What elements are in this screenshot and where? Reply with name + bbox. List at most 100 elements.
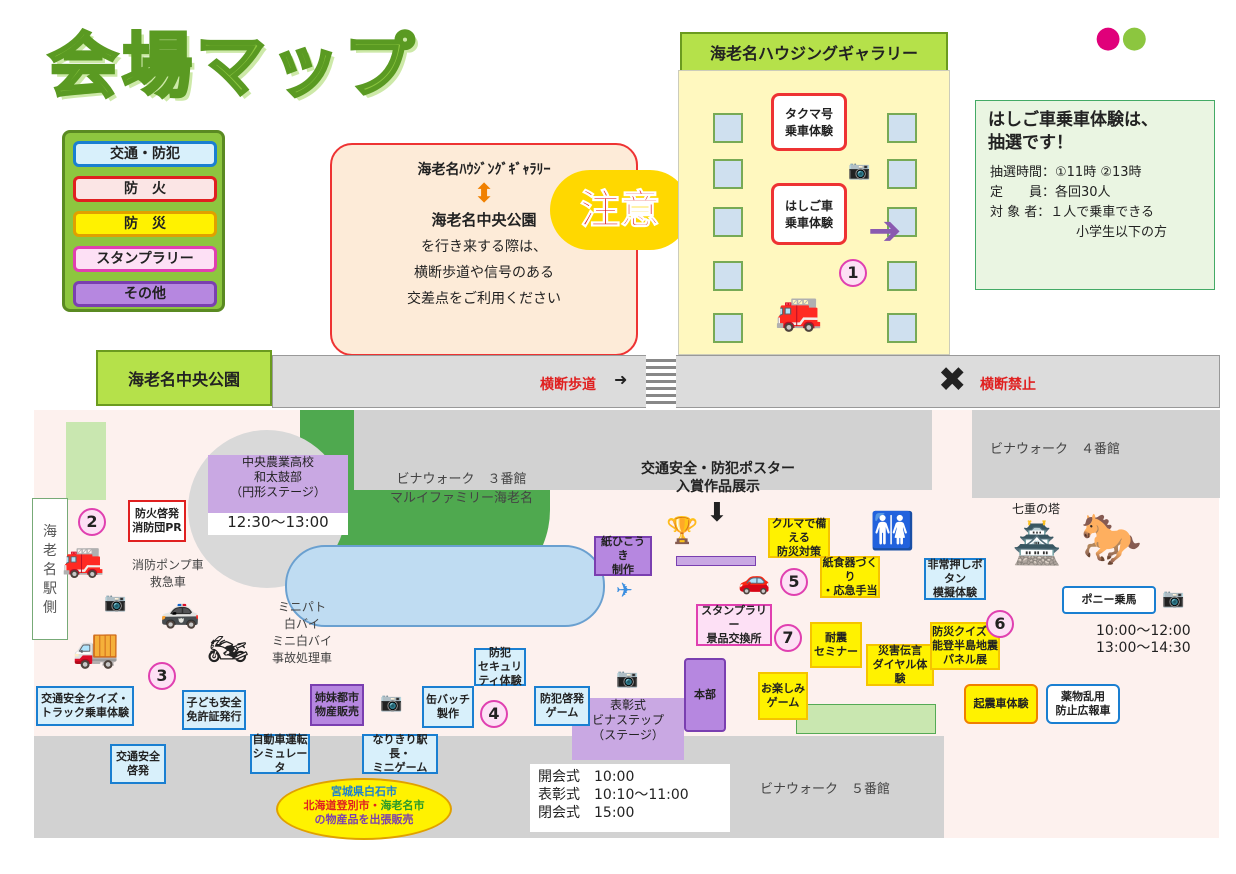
truck-icon: 🚚 — [72, 626, 120, 670]
booth-drug-car: 薬物乱用 防止広報車 — [1046, 684, 1120, 724]
booth-station-master: なりきり駅長・ ミニゲーム — [362, 733, 438, 774]
mall-block-3 — [354, 410, 932, 490]
no-cross-label: 横断禁止 — [980, 377, 1036, 393]
lottery-capacity: 定 員：各回30人 — [990, 185, 1111, 200]
trophy-icon: 🏆 — [666, 516, 699, 546]
housing-gallery: タクマ号 乗車体験 はしご車 乗車体験 🚒 1 — [678, 70, 950, 355]
house-icon — [713, 207, 743, 237]
booth-driving-sim: 自動車運転 シミュレータ — [250, 733, 310, 774]
house-icon — [887, 159, 917, 189]
booth-security: 防犯 セキュリティ体験 — [474, 646, 526, 687]
legend: 交通・防犯 防 火 防 災 スタンプラリー その他 — [62, 130, 225, 312]
ladder-truck-icon: 🚒 — [775, 289, 823, 333]
house-icon — [713, 159, 743, 189]
house-icon — [887, 261, 917, 291]
lottery-target: 対 象 者：１人で乗車できる — [990, 205, 1155, 220]
products-l3: 海老名市 — [380, 799, 425, 812]
poster-label: 交通安全・防犯ポスター 入賞作品展示 — [641, 461, 795, 495]
pagoda-label: 七重の塔 — [1012, 502, 1061, 516]
balloons-icon: ●● — [1095, 20, 1148, 55]
notice-line5: 交差点をご利用ください — [407, 291, 561, 307]
marker-6: 6 — [986, 610, 1014, 638]
toilet-icon: 🚻 — [870, 511, 915, 552]
booth-badge: 缶バッチ 製作 — [422, 686, 474, 728]
booth-stamp-exchange[interactable]: スタンプラリー 景品交換所 — [696, 604, 772, 646]
green-bar — [796, 704, 936, 734]
vinawalk-5: ビナウォーク ５番館 — [760, 782, 891, 797]
green-strip — [66, 422, 106, 500]
booth-quake-car: 起震車体験 — [964, 684, 1038, 724]
stage1-name: 中央農業高校 和太鼓部 （円形ステージ） — [208, 455, 348, 513]
poster-table — [676, 556, 756, 566]
station-side: 海 老 名 駅 側 — [32, 498, 68, 640]
stage1-time: 12:30～13:00 — [208, 513, 348, 535]
booth-sister-city: 姉妹都市 物産販売 — [310, 684, 364, 726]
stage2-schedule: 開会式 10:00 表彰式 10:10～11:00 閉会式 15:00 — [530, 764, 730, 832]
pagoda-icon: 🏯 — [1012, 521, 1062, 567]
booth-paper-dishes: 紙食器づくり ・応急手当 — [820, 556, 880, 598]
cross-icon: ✖ — [938, 360, 967, 400]
products-l1: 宮城県白石市 — [331, 785, 397, 798]
booth-paper-plane: 紙ひこうき 制作 — [594, 535, 652, 576]
park-title: 海老名中央公園 — [96, 350, 272, 406]
booth-crime-game: 防犯啓発 ゲーム — [534, 686, 590, 726]
notice-line3: を行き来する際は、 — [421, 239, 547, 255]
gallery-title: 海老名ハウジングギャラリー — [680, 32, 948, 72]
marker-4: 4 — [480, 700, 508, 728]
pond — [285, 545, 605, 627]
booth-emergency-button: 非常押しボタン 模擬体験 — [924, 558, 986, 600]
notice-line2: 海老名中央公園 — [431, 211, 537, 229]
lottery-title: はしご車乗車体験は、 抽選です！ — [988, 110, 1158, 153]
camera-icon: 📷 — [104, 592, 127, 613]
legend-traffic: 交通・防犯 — [73, 141, 217, 167]
legend-other: その他 — [73, 281, 217, 307]
house-icon — [887, 313, 917, 343]
booth-traffic-awareness: 交通安全 啓発 — [110, 744, 166, 784]
notice-badge: 注意 — [550, 170, 690, 250]
notice-line4: 横断歩道や信号のある — [414, 265, 554, 281]
police-car-icon: 🚓 — [160, 592, 200, 630]
stage2-name: 表彰式 ビナステップ （ステージ） — [572, 698, 684, 760]
notice-line1: 海老名ﾊｳｼﾞﾝｸﾞｷﾞｬﾗﾘｰ — [417, 162, 551, 178]
marker-3: 3 — [148, 662, 176, 690]
booth-car-disaster: クルマで備える 防災対策 — [768, 517, 830, 558]
vinawalk-4: ビナウォーク ４番館 — [990, 442, 1121, 457]
house-icon — [887, 207, 917, 237]
arrow-down-icon: ⬇ — [706, 498, 728, 528]
arrow-right-icon: ➜ — [614, 370, 628, 389]
lottery-info: はしご車乗車体験は、 抽選です！ 抽選時間：①11時 ②13時 定 員：各回30… — [975, 100, 1215, 290]
legend-fire: 防 火 — [73, 176, 217, 202]
booth-takuma: タクマ号 乗車体験 — [771, 93, 847, 151]
lottery-time: 抽選時間：①11時 ②13時 — [990, 165, 1142, 180]
camera-icon: 📷 — [848, 160, 871, 181]
booth-fire-pr: 防火啓発 消防団PR — [128, 500, 186, 542]
road — [272, 355, 1220, 408]
camera-icon: 📷 — [1162, 588, 1185, 609]
marker-5: 5 — [780, 568, 808, 596]
marker-2: 2 — [78, 508, 106, 536]
marker-7: 7 — [774, 624, 802, 652]
stage2-open: 開会式 10:00 — [538, 769, 635, 785]
products-l4: の物産品を出張販売 — [314, 813, 414, 826]
crosswalk[interactable] — [646, 355, 676, 408]
house-icon — [713, 113, 743, 143]
stage2-award: 表彰式 10:10～11:00 — [538, 787, 689, 803]
arrow-updown-icon: ⬍ — [473, 179, 495, 209]
stage2-close: 閉会式 15:00 — [538, 805, 635, 821]
house-icon — [713, 261, 743, 291]
car-icon: 🚗 — [738, 566, 771, 596]
pony-time1: 10:00～12:00 — [1096, 623, 1191, 639]
booth-disaster-message: 災害伝言 ダイヤル体験 — [866, 644, 934, 686]
vinawalk-3: ビナウォーク ３番館 マルイファミリー海老名 — [390, 472, 534, 506]
legend-stamp: スタンプラリー — [73, 246, 217, 272]
booth-hashigo: はしご車 乗車体験 — [771, 183, 847, 245]
paper-plane-icon: ✈ — [616, 578, 633, 602]
mall-block-4 — [972, 410, 1220, 498]
booth-traffic-quiz: 交通安全クイズ・ トラック乗車体験 — [36, 686, 134, 726]
products-l2: 北海道登別市・ — [303, 799, 381, 812]
house-icon — [887, 113, 917, 143]
lottery-target2: 小学生以下の方 — [1076, 225, 1168, 240]
camera-icon: 📷 — [380, 692, 403, 713]
booth-child-license: 子ども安全 免許証発行 — [182, 690, 246, 730]
horse-icon: 🐎 — [1080, 510, 1143, 568]
